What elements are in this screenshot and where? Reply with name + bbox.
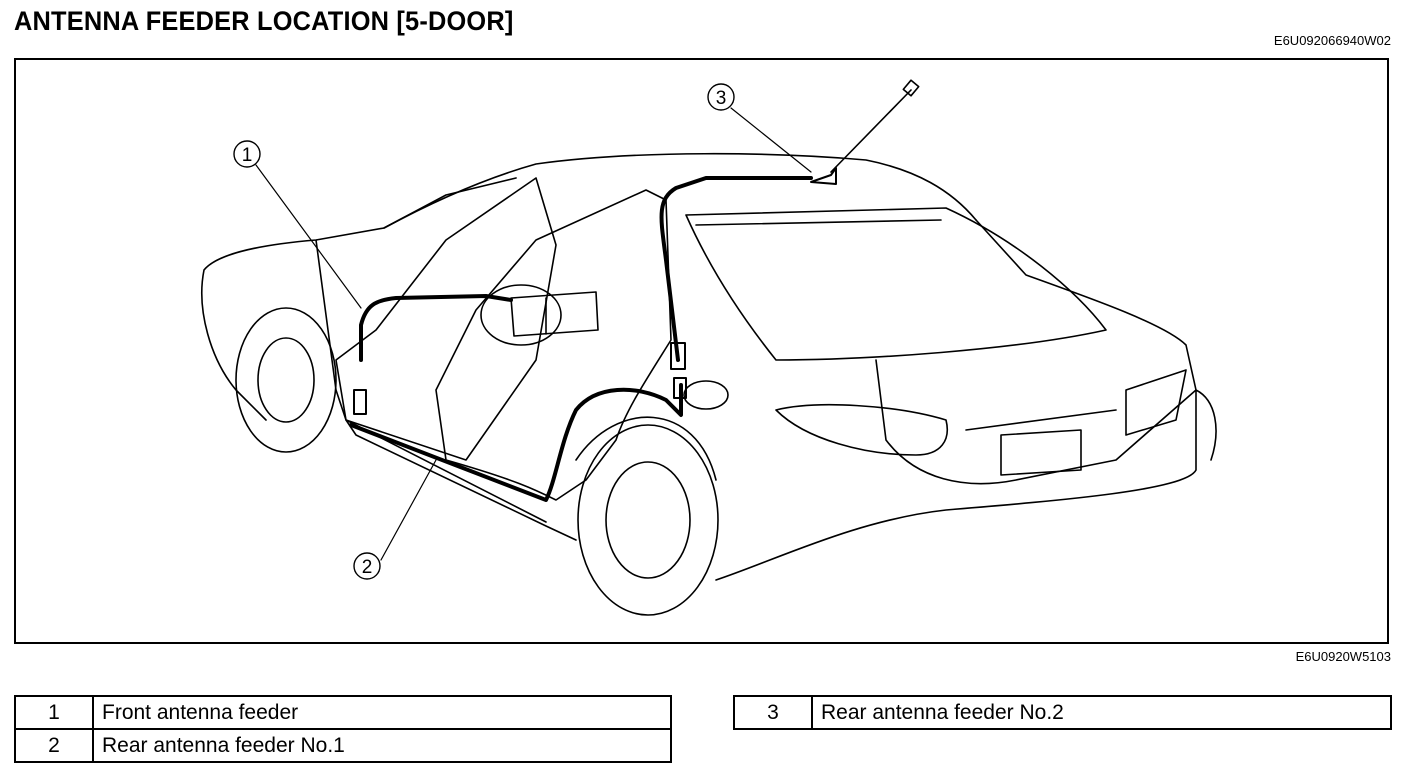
legend-row: 3 Rear antenna feeder No.2	[733, 695, 1392, 730]
legend-table-right: 3 Rear antenna feeder No.2	[733, 695, 1392, 730]
fuel-door	[683, 380, 729, 410]
front-door-outline	[335, 177, 557, 461]
figure-frame: 1 2 3	[14, 58, 1389, 644]
figure-code: E6U0920W5103	[1295, 649, 1391, 664]
car-roofline	[383, 152, 977, 229]
rear-windshield	[685, 207, 1107, 361]
rear-door-outline	[435, 189, 672, 501]
legend-label: Rear antenna feeder No.1	[92, 728, 672, 763]
front-antenna-feeder-cable	[359, 294, 513, 362]
page-title: ANTENNA FEEDER LOCATION [5-DOOR]	[14, 6, 514, 36]
legend-number: 2	[14, 728, 94, 763]
legend-label: Front antenna feeder	[92, 695, 672, 730]
callout-2-circle	[353, 552, 381, 580]
legend-number: 3	[733, 695, 813, 730]
license-plate	[1000, 429, 1082, 476]
steering-wheel	[480, 284, 562, 346]
car-antenna-diagram: 1 2 3	[201, 79, 1217, 616]
front-feeder-connector	[353, 389, 367, 415]
front-wheel	[235, 307, 337, 453]
legend-number: 1	[14, 695, 94, 730]
legend-row: 1 Front antenna feeder	[14, 695, 672, 730]
legend-row: 2 Rear antenna feeder No.1	[14, 728, 672, 763]
car-body-outline	[201, 177, 1217, 581]
tail-light-right	[1125, 369, 1187, 436]
callout-1: 1	[242, 145, 253, 166]
audio-unit	[510, 291, 599, 337]
rear-antenna-feeder-no1-cable	[349, 383, 683, 502]
leader-line-3	[730, 107, 812, 173]
callout-3-circle	[707, 83, 735, 111]
callout-1-circle	[233, 140, 261, 168]
rear-antenna-feeder-no2-cable	[659, 176, 813, 362]
rear-feeder-connector	[670, 342, 686, 370]
trunk-outline	[875, 359, 1197, 485]
legend-label: Rear antenna feeder No.2	[811, 695, 1392, 730]
tail-light-left	[775, 403, 948, 456]
document-code: E6U092066940W02	[1273, 33, 1391, 48]
legend-table-left: 1 Front antenna feeder 2 Rear antenna fe…	[14, 695, 672, 763]
leader-line-2	[380, 459, 437, 561]
callout-2: 2	[362, 557, 373, 578]
callout-3: 3	[716, 88, 727, 109]
leader-line-1	[255, 164, 362, 309]
rear-wheel	[577, 424, 719, 616]
